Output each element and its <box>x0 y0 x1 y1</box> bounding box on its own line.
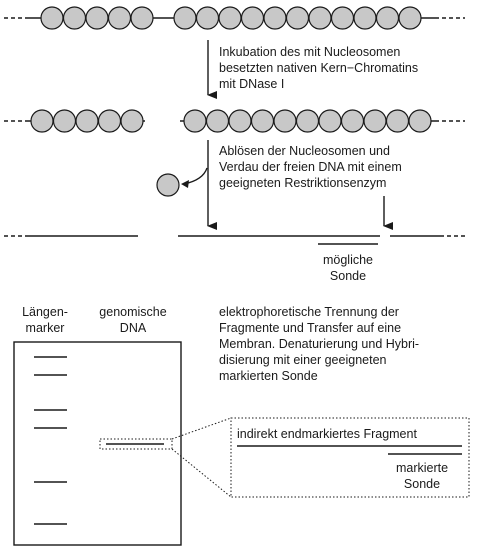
marker-lane <box>34 356 67 525</box>
nucleosome-icon <box>295 109 320 133</box>
nucleosome-icon <box>75 109 99 133</box>
size-marker-label: Längen- marker <box>22 305 68 335</box>
nucleosome-icon <box>398 6 422 30</box>
nucleosome-icon-group <box>40 6 422 30</box>
chromatin-row-1 <box>4 6 465 30</box>
nucleosome-icon <box>273 109 297 133</box>
nucleosome-icon <box>40 6 64 30</box>
fragment-zoom-box <box>230 417 470 498</box>
step2-text: Ablösen der Nucleosomen und Verdau der f… <box>219 144 402 190</box>
nucleosome-icon <box>52 109 77 133</box>
nucleosome-icon <box>173 6 197 30</box>
nucleosome-icon <box>375 6 400 30</box>
nucleosome-icon <box>308 6 332 30</box>
nucleosome-icon <box>318 109 342 133</box>
labeled-probe-label: markierte Sonde <box>395 461 449 491</box>
nucleosome-icon <box>263 6 287 30</box>
nucleosome-icon <box>250 109 275 133</box>
nucleosome-icon <box>85 6 109 30</box>
possible-probe-label: mögliche Sonde <box>322 253 374 283</box>
gel-membrane-box <box>13 341 182 546</box>
nucleosome-icon <box>205 109 230 133</box>
indirect-fragment-label: indirekt endmarkiertes Fragment <box>237 427 417 441</box>
genomic-dna-label: genomische DNA <box>99 305 167 335</box>
nucleosome-icon <box>228 109 252 133</box>
nucleosome-icon <box>285 6 310 30</box>
nucleosome-icon-group <box>183 109 432 133</box>
nucleosome-icon-group <box>30 109 144 133</box>
nucleosome-icon <box>353 6 377 30</box>
band-highlight-box <box>99 438 173 450</box>
released-nucleosome-icon <box>156 173 180 197</box>
nucleosome-icon <box>195 6 220 30</box>
nucleosome-icon <box>330 6 355 30</box>
nucleosome-icon <box>30 109 54 133</box>
nucleosome-icon <box>120 109 144 133</box>
nucleosome-icon <box>97 109 122 133</box>
nucleosome-icon <box>107 6 132 30</box>
nucleosome-icon <box>385 109 410 133</box>
step3-text: elektrophoretische Trennung der Fragment… <box>219 305 420 383</box>
nucleosome-icon <box>408 109 432 133</box>
chromatin-row-2 <box>4 109 465 133</box>
step1-text: Inkubation des mit Nucleosomen besetzten… <box>219 45 419 91</box>
nucleosome-icon <box>130 6 154 30</box>
nucleosome-icon <box>363 109 387 133</box>
nucleosome-icon <box>62 6 87 30</box>
nucleosome-icon <box>218 6 242 30</box>
nucleosome-icon <box>240 6 265 30</box>
nucleosome-icon <box>340 109 365 133</box>
nucleosome-icon <box>183 109 207 133</box>
